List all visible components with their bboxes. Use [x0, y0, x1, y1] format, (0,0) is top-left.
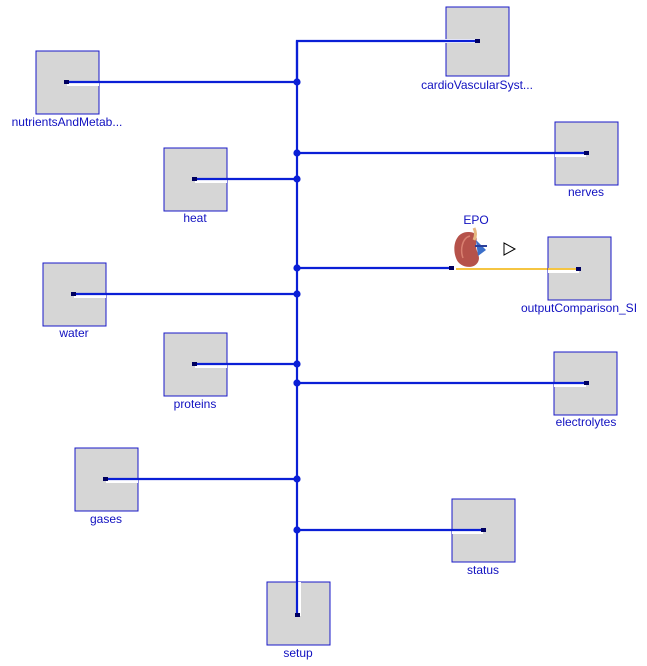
kidney-icon: [454, 227, 487, 267]
triangle-arrow-icon: [503, 242, 517, 256]
block-heat-label: heat: [183, 211, 207, 225]
block-proteins[interactable]: proteins: [163, 332, 228, 411]
junction-node: [293, 379, 301, 387]
junction-node: [293, 264, 301, 272]
block-setup-label: setup: [283, 646, 313, 660]
block-epo-label: EPO: [463, 213, 488, 227]
block-gases[interactable]: gases: [74, 447, 139, 526]
block-nerves[interactable]: nerves: [554, 121, 619, 199]
block-nutrients[interactable]: nutrientsAndMetab...: [12, 50, 123, 129]
block-status[interactable]: status: [451, 498, 516, 577]
block-cardio[interactable]: cardioVascularSyst...: [420, 6, 533, 92]
block-epo[interactable]: EPO: [449, 213, 489, 270]
block-heat[interactable]: heat: [163, 147, 228, 225]
bus-junctions: [293, 78, 301, 534]
block-proteins-label: proteins: [174, 397, 217, 411]
junction-node: [293, 149, 301, 157]
junction-node: [293, 78, 301, 86]
block-output[interactable]: outputComparison_SI: [521, 236, 637, 315]
bus-network: [67, 39, 586, 616]
block-output-label: outputComparison_SI: [521, 301, 637, 315]
junction-node: [293, 175, 301, 183]
block-gases-label: gases: [90, 512, 122, 526]
block-electrolytes[interactable]: electrolytes: [553, 351, 618, 429]
junction-node: [293, 475, 301, 483]
block-status-label: status: [467, 563, 499, 577]
junction-node: [293, 526, 301, 534]
block-water[interactable]: water: [42, 262, 107, 340]
block-nerves-label: nerves: [568, 185, 604, 199]
bus-link-cardio[interactable]: [295, 39, 478, 82]
block-setup[interactable]: setup: [266, 581, 331, 660]
junction-node: [293, 360, 301, 368]
block-nutrients-label: nutrientsAndMetab...: [12, 115, 123, 129]
block-electrolytes-label: electrolytes: [556, 415, 617, 429]
block-water-label: water: [58, 326, 88, 340]
junction-node: [293, 290, 301, 298]
block-cardio-label: cardioVascularSyst...: [421, 78, 533, 92]
